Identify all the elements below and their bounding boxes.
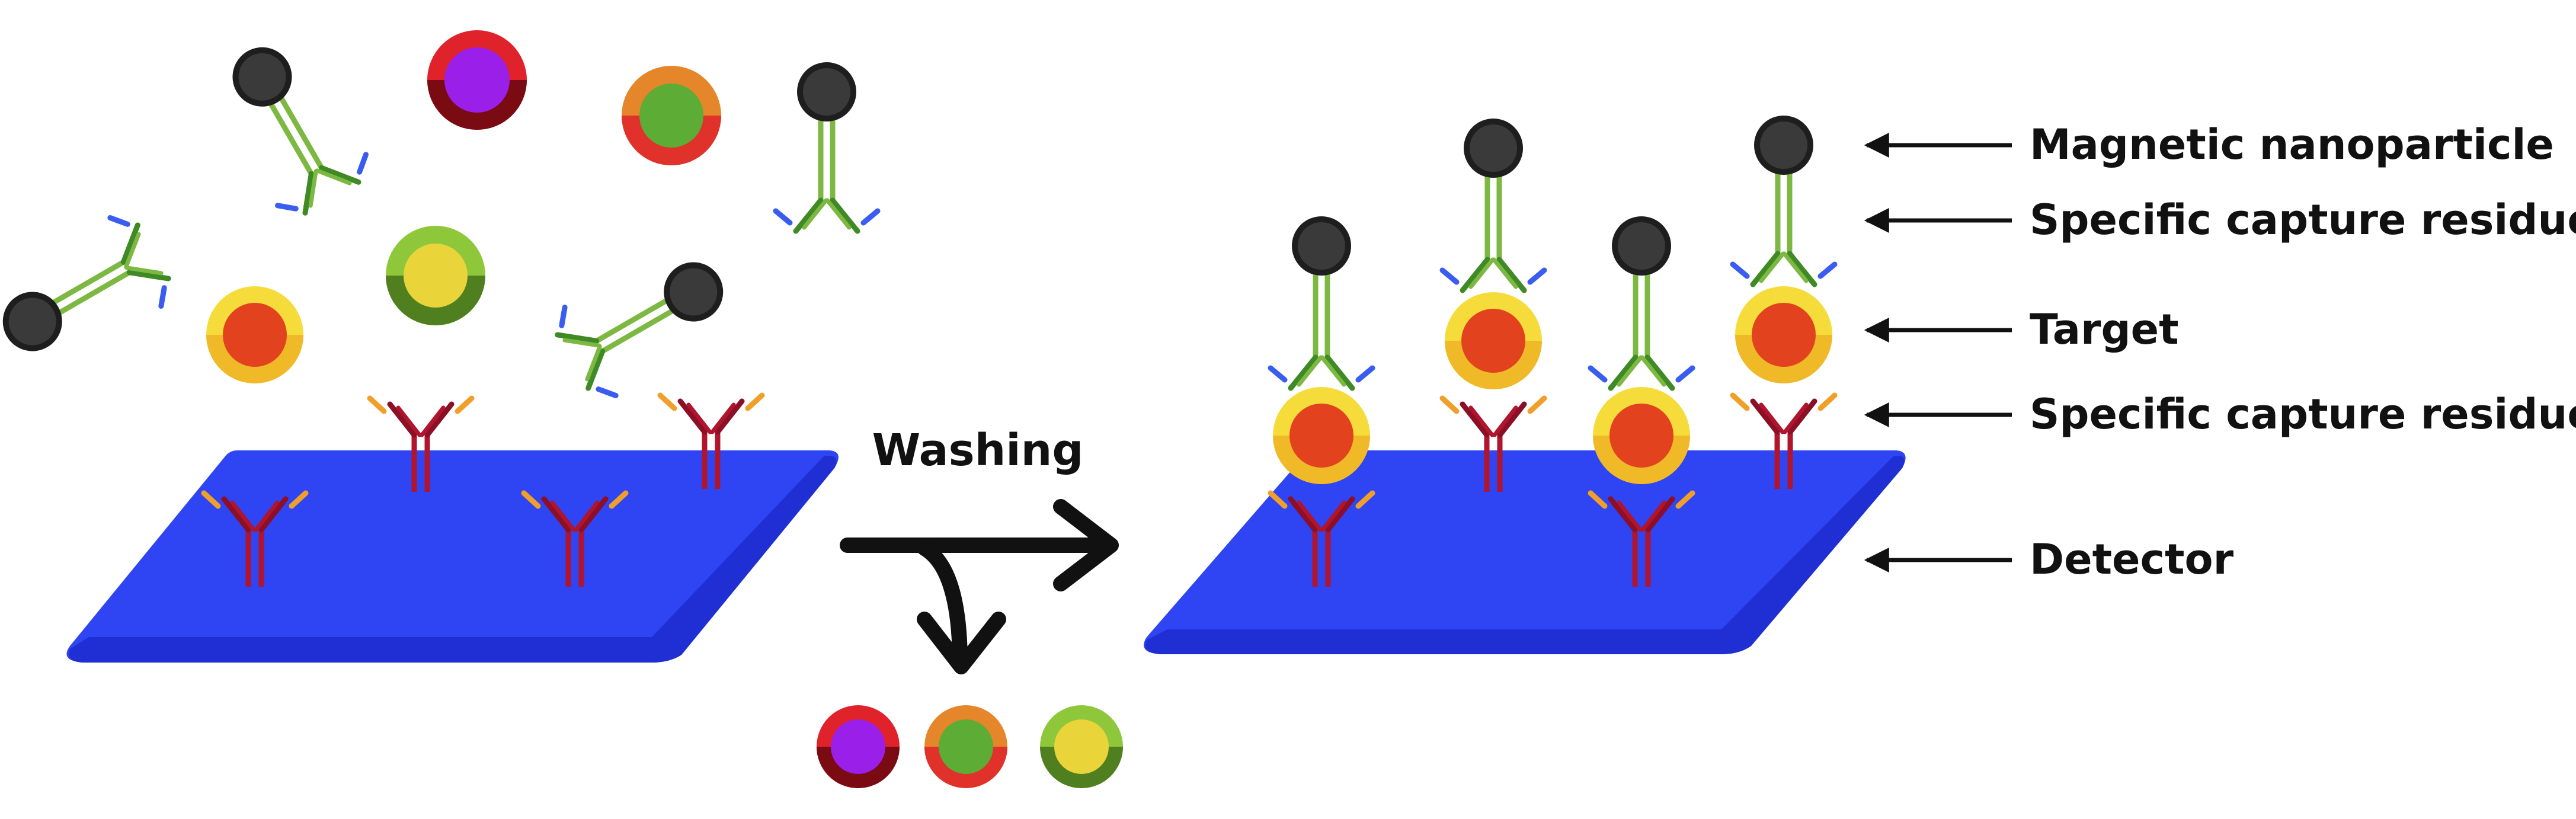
legend-label-magnetic-nanoparticle: Magnetic nanoparticle	[2030, 120, 2554, 169]
non-target-cell-green	[386, 226, 485, 325]
legend-item-target: Target	[1864, 305, 2179, 354]
legend-label-target: Target	[2030, 305, 2179, 354]
non-target-cell-red	[427, 30, 527, 130]
legend-item-detector: Detector	[1864, 535, 2234, 584]
legend-label-detector: Detector	[2030, 535, 2234, 584]
washing-label: Washing	[872, 425, 1084, 476]
detector-slab-before	[66, 450, 839, 663]
legend: Magnetic nanoparticle Specific capture r…	[1864, 120, 2576, 584]
legend-item-magnetic-nanoparticle: Magnetic nanoparticle	[1864, 120, 2554, 169]
legend-label-lower-capture-residue: Specific capture residue	[2030, 390, 2576, 439]
non-target-cell-orange	[622, 66, 721, 165]
legend-item-upper-capture-residue: Specific capture residue	[1864, 196, 2576, 244]
legend-item-lower-capture-residue: Specific capture residue	[1864, 390, 2576, 439]
washing-arrow	[840, 499, 1119, 674]
free-cells	[206, 30, 721, 383]
legend-label-upper-capture-residue: Specific capture residue	[2030, 196, 2576, 244]
washed-away-cells	[817, 705, 1123, 788]
target-cell-free	[206, 286, 303, 383]
detector-slab-after	[1144, 450, 1906, 654]
